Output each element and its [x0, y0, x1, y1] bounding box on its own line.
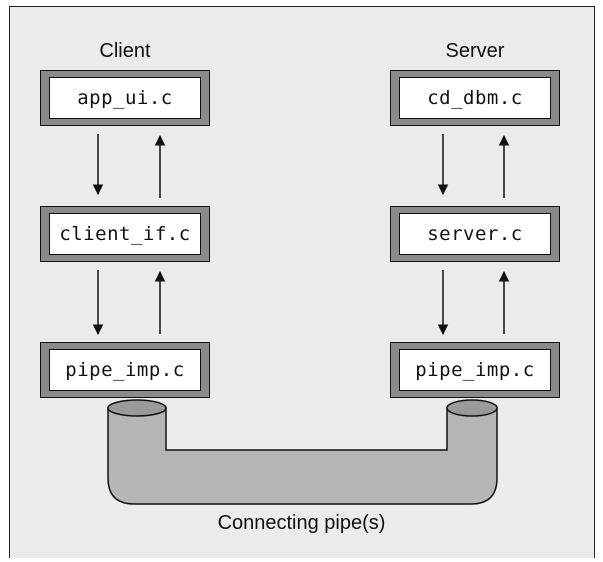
connecting-pipe — [107, 407, 498, 505]
server-module-label: cd_dbm.c — [399, 77, 551, 119]
pipe-opening-left — [107, 399, 167, 417]
server-column-title: Server — [445, 40, 505, 62]
server-module-label: pipe_imp.c — [399, 349, 551, 391]
client-module-label: pipe_imp.c — [49, 349, 201, 391]
server-module-box-server: server.c — [390, 206, 560, 262]
server-module-box-cd-dbm: cd_dbm.c — [390, 70, 560, 126]
server-module-box-pipe-imp: pipe_imp.c — [390, 342, 560, 398]
server-module-label: server.c — [399, 213, 551, 255]
client-column-title: Client — [99, 40, 151, 62]
pipe-caption: Connecting pipe(s) — [217, 512, 386, 534]
client-module-box-app-ui: app_ui.c — [40, 70, 210, 126]
client-module-label: app_ui.c — [49, 77, 201, 119]
client-module-label: client_if.c — [49, 213, 201, 255]
pipe-opening-right — [446, 399, 498, 417]
client-module-box-client-if: client_if.c — [40, 206, 210, 262]
client-module-box-pipe-imp: pipe_imp.c — [40, 342, 210, 398]
